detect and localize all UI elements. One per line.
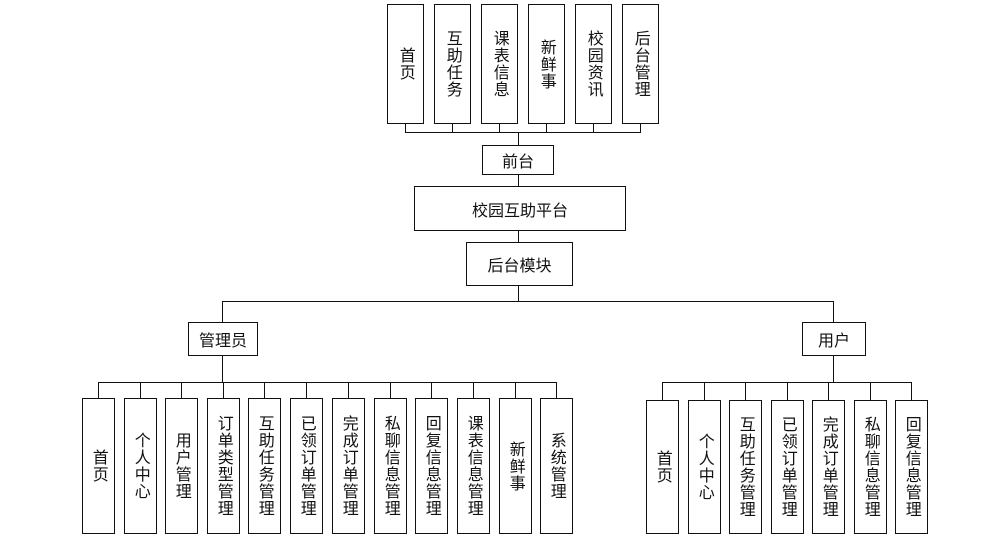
front-module-admin: 后台管理: [622, 4, 659, 124]
user-module-claimed-order-management: 已领订单管理: [771, 400, 804, 534]
connector: [911, 382, 913, 401]
connector: [222, 356, 224, 383]
admin-module-system-management: 系统管理: [540, 398, 573, 534]
connector: [405, 124, 407, 133]
user-module-personal-center: 个人中心: [688, 400, 721, 534]
connector: [181, 382, 183, 399]
connector: [833, 356, 835, 383]
connector: [264, 382, 266, 399]
connector: [473, 382, 475, 399]
connector: [593, 124, 595, 133]
connector: [546, 124, 548, 133]
platform-node: 校园互助平台: [414, 186, 626, 231]
connector: [390, 382, 392, 399]
connector: [518, 175, 520, 187]
front-module-timetable: 课表信息: [481, 4, 518, 124]
front-module-mutual-tasks: 互助任务: [434, 4, 471, 124]
connector: [787, 382, 789, 401]
connector: [222, 301, 224, 323]
admin-module-order-type-management: 订单类型管理: [207, 398, 240, 534]
user-module-private-message-management: 私聊信息管理: [854, 400, 887, 534]
user-module-reply-message-management: 回复信息管理: [895, 400, 928, 534]
connector: [870, 382, 872, 401]
connector: [745, 382, 747, 401]
admin-module-news: 新鲜事: [499, 398, 532, 534]
connector: [405, 132, 641, 134]
connector: [515, 382, 517, 399]
connector: [222, 301, 834, 303]
connector: [704, 382, 706, 401]
admin-module-home: 首页: [82, 398, 115, 534]
connector: [833, 301, 835, 323]
front-module-home: 首页: [387, 4, 424, 124]
connector: [431, 382, 433, 399]
connector: [828, 382, 830, 401]
admin-node: 管理员: [188, 322, 258, 356]
user-node: 用户: [802, 322, 866, 356]
admin-module-user-management: 用户管理: [165, 398, 198, 534]
admin-module-mutual-task-management: 互助任务管理: [248, 398, 281, 534]
connector: [518, 231, 520, 243]
admin-module-personal-center: 个人中心: [124, 398, 157, 534]
connector: [348, 382, 350, 399]
admin-module-completed-order-management: 完成订单管理: [332, 398, 365, 534]
connector: [499, 124, 501, 133]
front-end-node: 前台: [482, 145, 554, 175]
connector: [306, 382, 308, 399]
connector: [518, 132, 520, 146]
connector: [98, 382, 557, 384]
front-module-campus-info: 校园资讯: [575, 4, 612, 124]
connector: [223, 382, 225, 399]
user-module-mutual-task-management: 互助任务管理: [729, 400, 762, 534]
backend-node: 后台模块: [466, 242, 573, 286]
admin-module-claimed-order-management: 已领订单管理: [290, 398, 323, 534]
connector: [662, 382, 664, 401]
admin-module-private-message-management: 私聊信息管理: [374, 398, 407, 534]
user-module-home: 首页: [646, 400, 679, 534]
connector: [98, 382, 100, 399]
admin-module-reply-message-management: 回复信息管理: [415, 398, 448, 534]
connector: [140, 382, 142, 399]
connector: [640, 124, 642, 133]
user-module-completed-order-management: 完成订单管理: [812, 400, 845, 534]
admin-module-timetable-management: 课表信息管理: [457, 398, 490, 534]
connector: [518, 286, 520, 302]
connector: [452, 124, 454, 133]
connector: [556, 382, 558, 399]
front-module-news: 新鲜事: [528, 4, 565, 124]
